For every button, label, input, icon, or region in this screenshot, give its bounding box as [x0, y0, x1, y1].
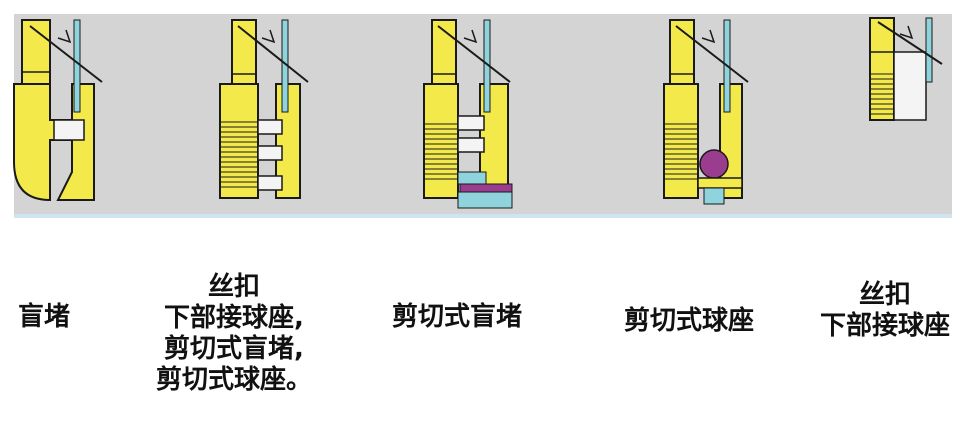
caption-shear-blind-plug: 剪切式盲堵 — [391, 302, 522, 332]
caption-blind-plug: 盲堵 — [17, 302, 70, 332]
blind-plug-drawing — [13, 19, 103, 202]
caption-threaded-ball-seat: 丝扣 下部接球座 — [819, 280, 950, 341]
threaded-combo-drawing — [219, 19, 309, 199]
threaded-ball-seat-drawing — [869, 17, 943, 121]
caption-shear-ball-seat: 剪切式球座 — [623, 306, 754, 336]
shear-ball-seat-drawing — [663, 19, 749, 205]
shear-blind-plug-drawing — [423, 19, 513, 209]
caption-threaded-combo: 丝扣 下部接球座, 剪切式盲堵, 剪切式球座。 — [155, 272, 312, 395]
